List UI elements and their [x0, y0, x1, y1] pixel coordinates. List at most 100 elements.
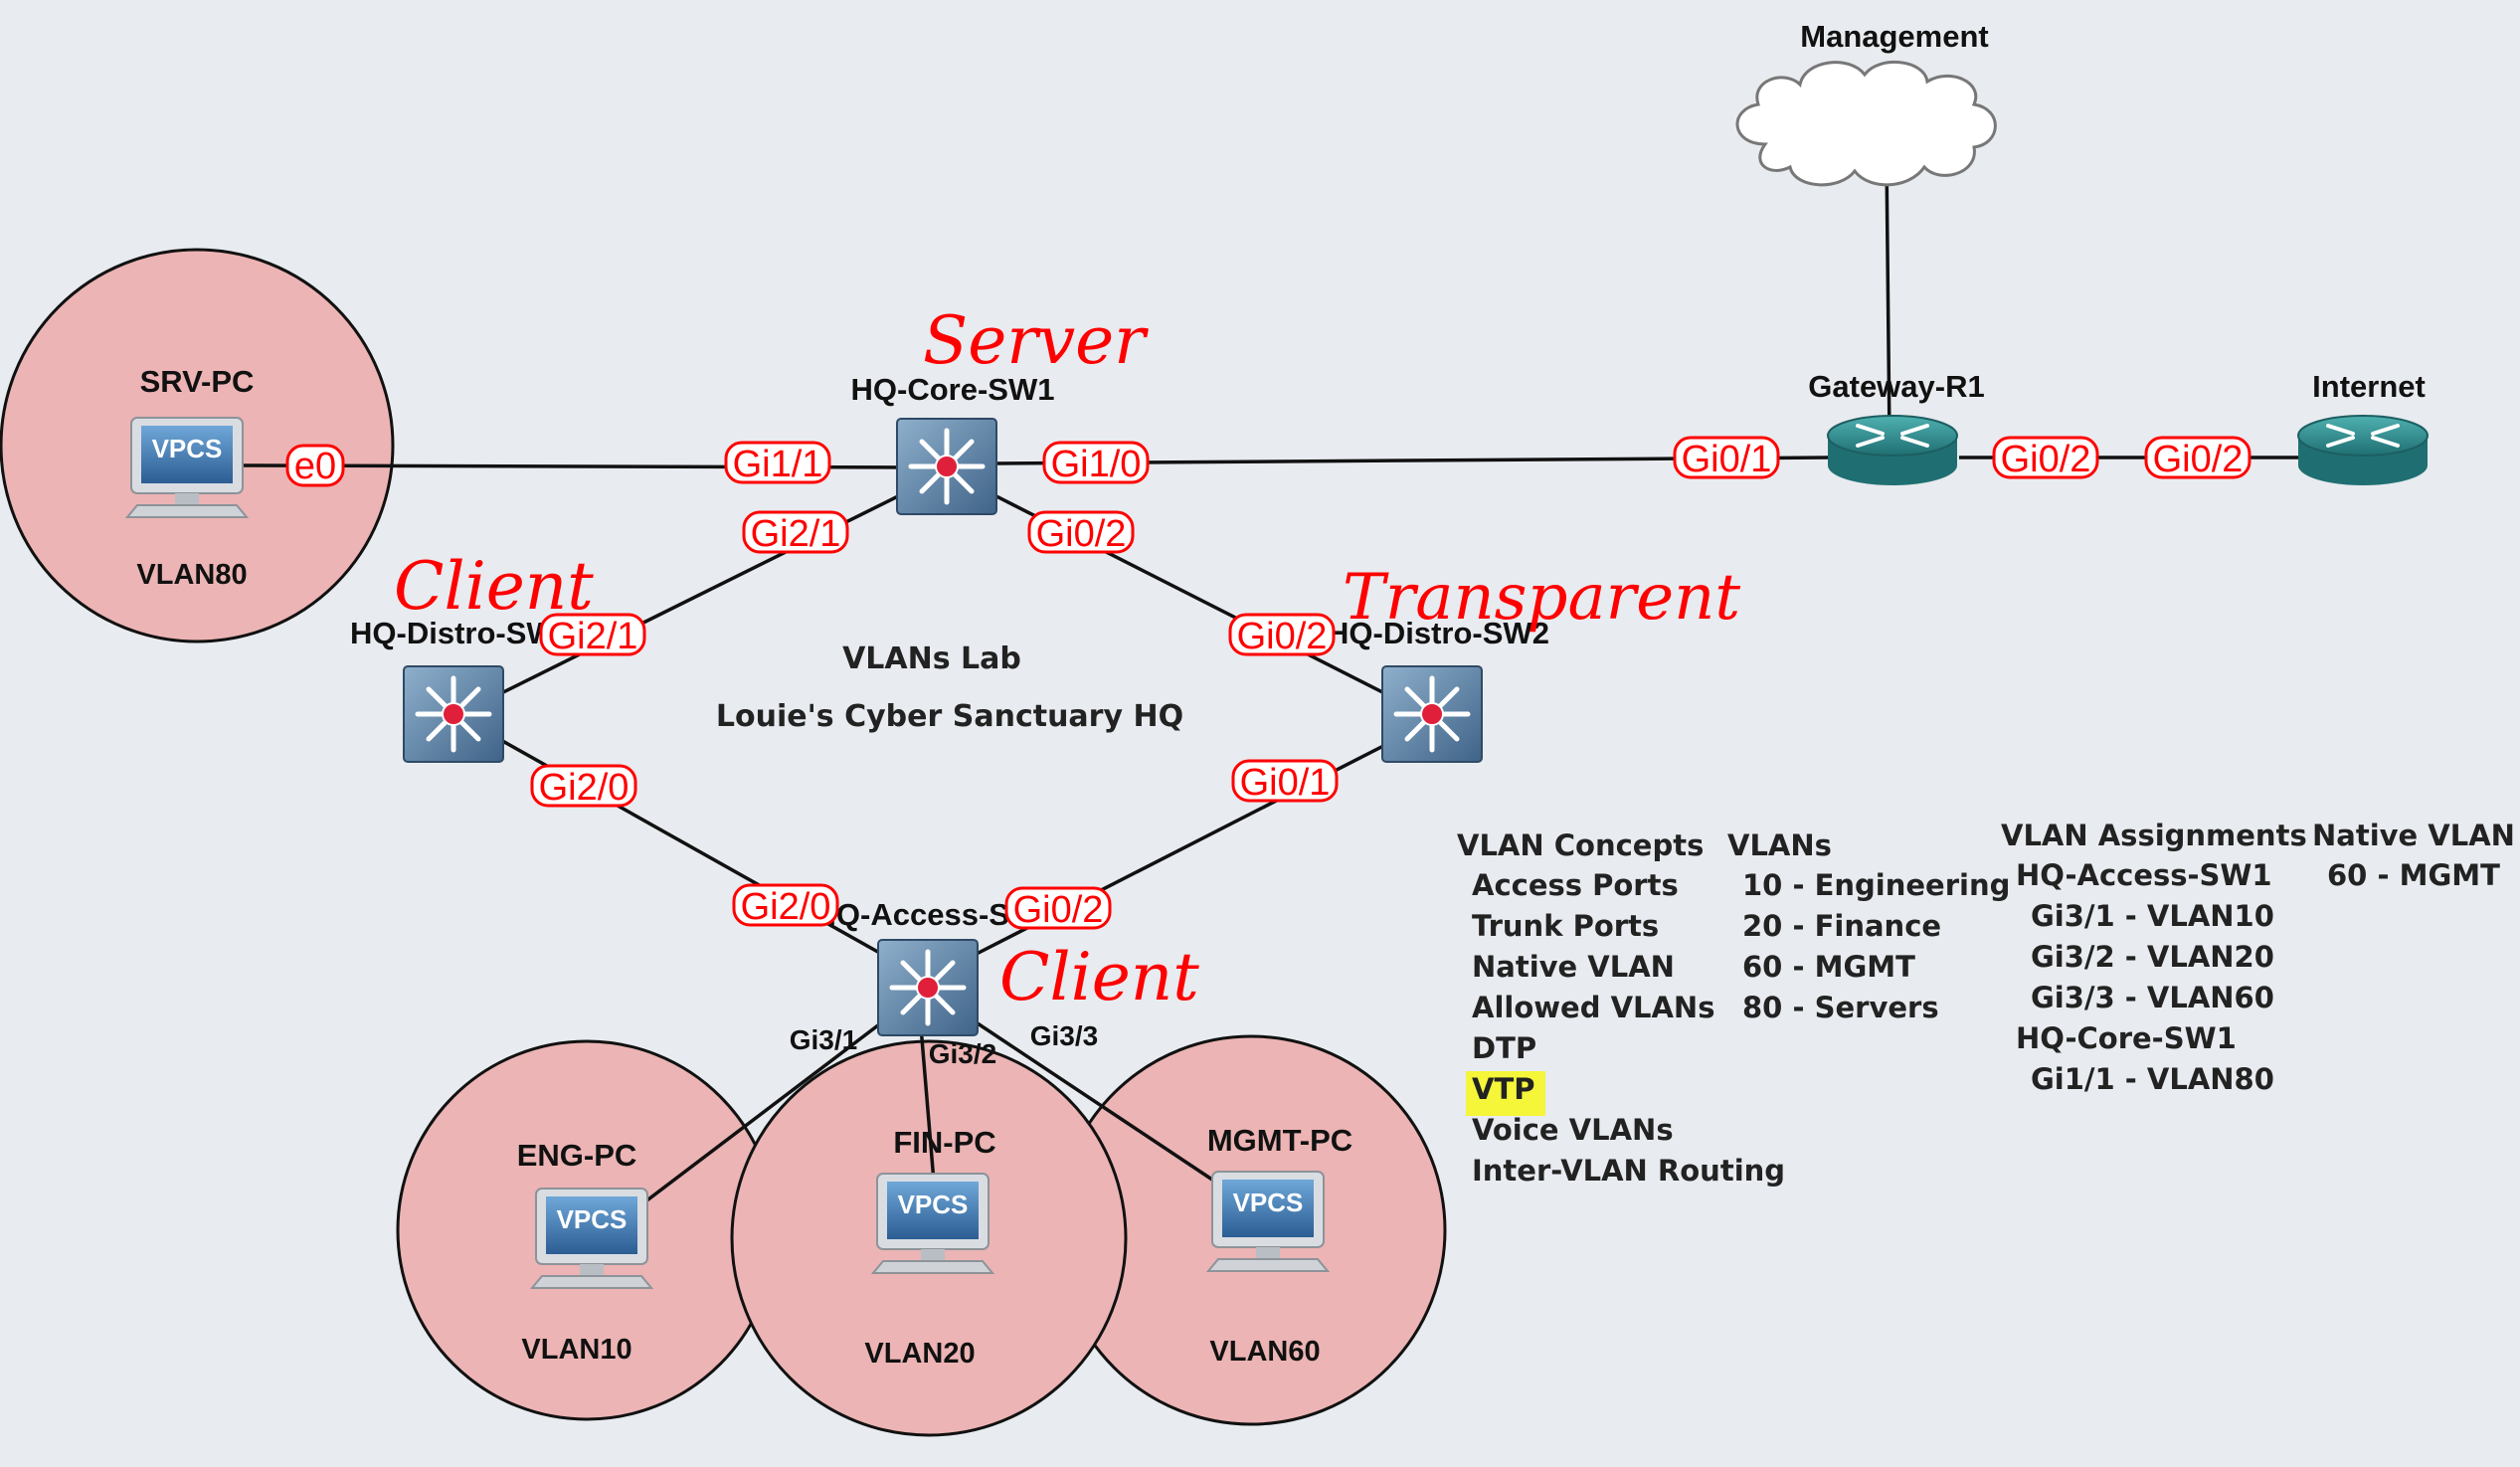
vtp-highlight [1466, 1071, 1545, 1116]
svg-text:Gi2/1: Gi2/1 [751, 513, 841, 555]
assignments-heading: VLAN Assignments [2001, 819, 2307, 852]
vlan-item: 20 - Finance [1742, 909, 1941, 943]
concept-item: Allowed VLANs [1472, 991, 1714, 1024]
srv-pc-icon[interactable]: VPCS [126, 417, 248, 518]
vlan-item: 80 - Servers [1742, 991, 1939, 1024]
svg-text:Gi0/2: Gi0/2 [1237, 616, 1328, 657]
concept-item: Trunk Ports [1472, 909, 1659, 943]
diagram-subtitle: Louie's Cyber Sanctuary HQ [716, 699, 1183, 734]
port-d1-gi20: Gi2/0 [530, 764, 637, 809]
distro1-vtp-mode-note: Client [394, 548, 594, 625]
management-cloud [1735, 60, 1997, 187]
svg-text:Gi2/0: Gi2/0 [741, 886, 831, 928]
srv-pc-label: SRV-PC [140, 364, 255, 399]
internet-router-icon[interactable] [2296, 414, 2430, 487]
vlan-item: 60 - MGMT [1742, 950, 1915, 984]
assignment-item: Gi3/2 - VLAN20 [2031, 940, 2274, 974]
distro1-label: HQ-Distro-SW1 [350, 616, 573, 650]
fin-pc-icon[interactable]: VPCS [872, 1173, 993, 1274]
assignment-item: Gi3/3 - VLAN60 [2031, 981, 2274, 1014]
eng-pc-icon[interactable]: VPCS [531, 1188, 652, 1289]
fin-pc-badge: VPCS [898, 1190, 969, 1219]
native-vlan-list: Native VLAN 60 - MGMT [2312, 819, 2515, 892]
svg-text:Gi0/1: Gi0/1 [1240, 762, 1331, 804]
link-mgmt-gateway [1885, 156, 1891, 441]
concepts-list: VLAN Concepts Access Ports Trunk Ports N… [1457, 828, 1785, 1188]
port-acc-gi33: Gi3/3 [1030, 1020, 1098, 1051]
port-core-gi11: Gi1/1 [724, 441, 831, 485]
access-vtp-mode-note: Client [999, 939, 1199, 1015]
port-acc-gi32: Gi3/2 [929, 1038, 996, 1069]
concept-item: Access Ports [1472, 868, 1679, 902]
port-labels: e0 Gi1/1 Gi1/0 Gi2/1 Gi0/2 Gi0/1 Gi0/2 G… [285, 436, 2251, 931]
port-d1-gi21: Gi2/1 [539, 613, 646, 657]
mgmt-pc-badge: VPCS [1233, 1188, 1304, 1217]
srv-pc-badge: VPCS [152, 434, 223, 463]
svg-text:e0: e0 [294, 446, 336, 487]
svg-text:Gi2/1: Gi2/1 [548, 616, 638, 657]
port-d2-gi02: Gi0/2 [1228, 613, 1336, 657]
port-acc-gi02: Gi0/2 [1004, 886, 1112, 931]
diagram-title: VLANs Lab [842, 642, 1021, 676]
svg-text:Gi0/1: Gi0/1 [1682, 439, 1772, 480]
assignment-switch: HQ-Core-SW1 [2016, 1021, 2237, 1055]
core-switch-icon[interactable] [897, 419, 996, 514]
concept-item: VTP [1472, 1072, 1534, 1106]
vlans-list: VLANs 10 - Engineering 20 - Finance 60 -… [1727, 828, 2010, 1024]
distro1-switch-icon[interactable] [404, 666, 503, 762]
distro2-switch-icon[interactable] [1382, 666, 1482, 762]
eng-pc-label: ENG-PC [517, 1138, 637, 1173]
management-label: Management [1800, 19, 1988, 54]
native-value: 60 - MGMT [2327, 858, 2500, 892]
port-core-gi02: Gi0/2 [1027, 510, 1135, 555]
port-gw-gi02: Gi0/2 [1992, 436, 2099, 480]
gateway-router-icon[interactable] [1826, 414, 1959, 487]
mgmt-pc-label: MGMT-PC [1207, 1123, 1352, 1158]
eng-pc-badge: VPCS [557, 1204, 628, 1234]
link-access-fin [918, 1013, 937, 1194]
core-vtp-mode-note: Server [923, 302, 1149, 379]
assignment-item: Gi3/1 - VLAN10 [2031, 899, 2274, 933]
concept-item: Voice VLANs [1472, 1113, 1674, 1147]
eng-vlan-label: VLAN10 [521, 1334, 631, 1366]
svg-text:Gi0/2: Gi0/2 [2153, 439, 2244, 480]
link-access-mgmt [956, 1008, 1234, 1195]
core-label: HQ-Core-SW1 [851, 372, 1055, 407]
assignments-list: VLAN Assignments HQ-Access-SW1 Gi3/1 - V… [2001, 819, 2307, 1096]
mgmt-pc-icon[interactable]: VPCS [1207, 1171, 1329, 1272]
distro2-vtp-mode-note: Transparent [1343, 561, 1740, 635]
native-heading: Native VLAN [2312, 819, 2515, 852]
link-access-eng [634, 1010, 897, 1210]
port-gw-gi01: Gi0/1 [1673, 436, 1780, 480]
concepts-heading: VLAN Concepts [1457, 828, 1704, 862]
svg-text:Gi0/2: Gi0/2 [2001, 439, 2091, 480]
assignment-item: Gi1/1 - VLAN80 [2031, 1062, 2274, 1096]
assignment-switch: HQ-Access-SW1 [2016, 858, 2272, 892]
svg-text:Gi0/2: Gi0/2 [1036, 513, 1127, 555]
svg-text:Gi2/0: Gi2/0 [539, 767, 630, 809]
distro2-label: HQ-Distro-SW2 [1327, 616, 1549, 650]
port-acc-gi20: Gi2/0 [732, 883, 839, 928]
svg-text:Gi0/2: Gi0/2 [1013, 889, 1104, 931]
port-core-gi10: Gi1/0 [1042, 441, 1150, 485]
port-inet-gi02: Gi0/2 [2144, 436, 2251, 480]
mgmt-vlan-label: VLAN60 [1209, 1336, 1320, 1368]
port-d2-gi01: Gi0/1 [1231, 759, 1339, 804]
fin-pc-label: FIN-PC [893, 1125, 995, 1160]
vlans-heading: VLANs [1727, 828, 1832, 862]
concept-item: Native VLAN [1472, 950, 1675, 984]
fin-vlan-label: VLAN20 [864, 1338, 975, 1370]
srv-vlan-label: VLAN80 [136, 559, 247, 591]
port-srv-e0: e0 [285, 444, 345, 487]
gateway-label: Gateway-R1 [1808, 369, 1984, 404]
access-switch-icon[interactable] [878, 940, 978, 1035]
port-acc-gi31: Gi3/1 [790, 1024, 857, 1055]
svg-text:Gi1/0: Gi1/0 [1051, 444, 1142, 485]
svg-text:Gi1/1: Gi1/1 [733, 444, 823, 485]
internet-label: Internet [2312, 369, 2426, 404]
vlan-item: 10 - Engineering [1742, 868, 2010, 902]
concept-item: Inter-VLAN Routing [1472, 1154, 1785, 1188]
concept-item: DTP [1472, 1031, 1536, 1065]
port-core-gi21: Gi2/1 [742, 510, 849, 555]
